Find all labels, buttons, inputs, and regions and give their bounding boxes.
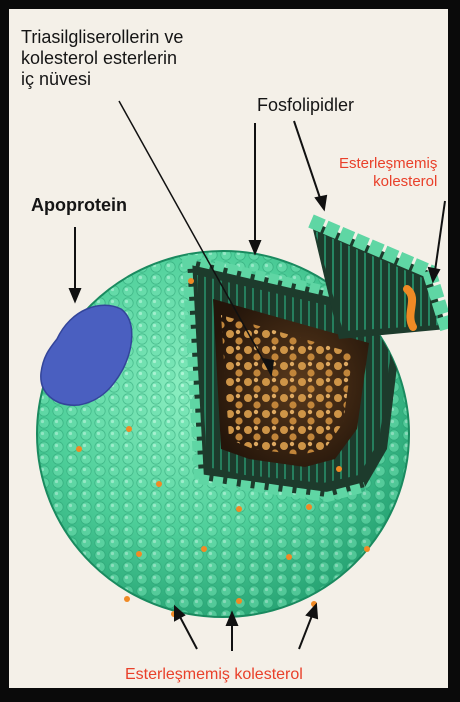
unesterified-cholesterol-bottom-label: Esterleşmemiş kolesterol	[125, 666, 303, 685]
core-label: Triasilgliserollerin ve kolesterol ester…	[21, 27, 183, 91]
core-label-line-1: Triasilgliserollerin ve	[21, 27, 183, 48]
phospholipids-label: Fosfolipidler	[257, 95, 354, 116]
core-label-line-2: kolesterol esterlerin	[21, 48, 183, 69]
unesterified-label-line-1: Esterleşmemiş	[339, 155, 437, 173]
lipoprotein-illustration	[9, 9, 460, 702]
unesterified-cholesterol-label: Esterleşmemiş kolesterol	[339, 155, 437, 190]
core-label-line-3: iç nüvesi	[21, 69, 183, 90]
apoprotein-label: Apoprotein	[31, 195, 127, 216]
unesterified-label-line-2: kolesterol	[339, 173, 437, 191]
